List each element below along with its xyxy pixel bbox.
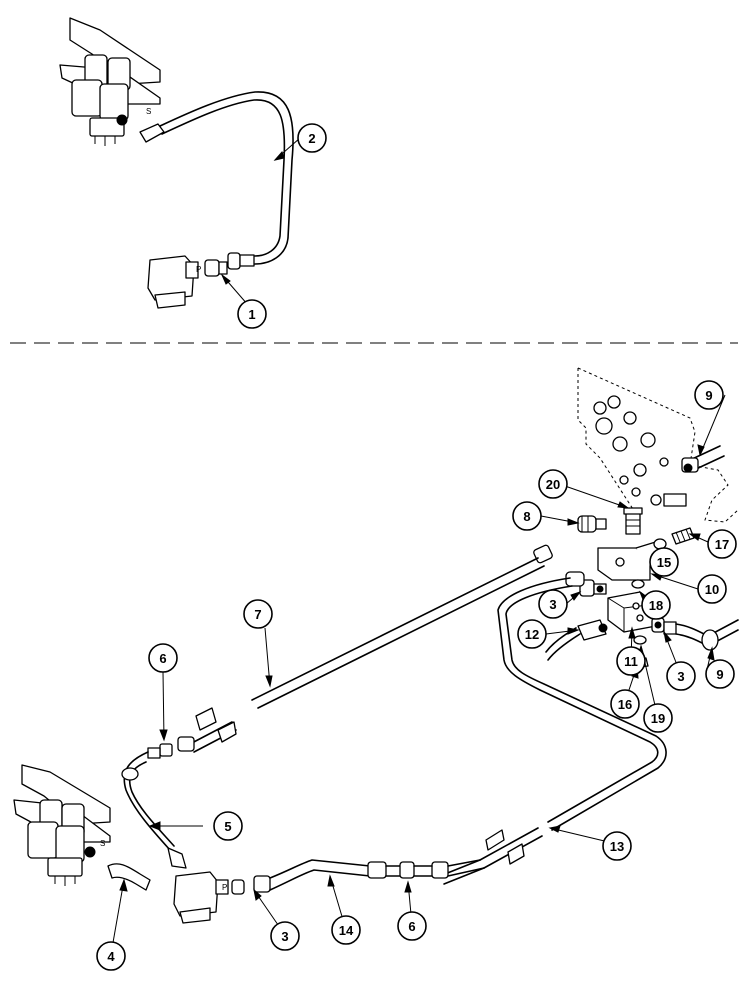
svg-text:3: 3 <box>677 669 684 684</box>
port-mark-s-bottom: S <box>100 839 105 848</box>
callout-5: 5 <box>213 811 243 841</box>
callout-14: 14 <box>331 915 361 945</box>
callout-1: 1 <box>237 299 267 329</box>
port-mark-p-bottom: P <box>222 883 227 892</box>
svg-text:15: 15 <box>657 555 671 570</box>
callout-11: 11 <box>616 646 646 676</box>
callout-15: 15 <box>649 547 679 577</box>
callout-7: 7 <box>243 599 273 629</box>
svg-text:14: 14 <box>339 923 354 938</box>
svg-text:6: 6 <box>159 651 166 666</box>
callout-6-lower: 6 <box>397 911 427 941</box>
callout-16: 16 <box>610 689 640 719</box>
svg-text:19: 19 <box>651 711 665 726</box>
lower-left-lines <box>121 736 195 869</box>
callout-3-bottom: 3 <box>270 921 300 951</box>
leader-lines <box>110 137 726 955</box>
callout-9-lower: 9 <box>705 659 735 689</box>
svg-text:17: 17 <box>715 537 729 552</box>
bottom-pump-and-tube: P <box>173 859 485 924</box>
svg-text:16: 16 <box>618 697 632 712</box>
top-hose <box>139 91 294 270</box>
callout-4: 4 <box>96 941 126 971</box>
callout-12: 12 <box>517 619 547 649</box>
top-view: S P <box>59 17 294 309</box>
svg-text:4: 4 <box>107 949 115 964</box>
svg-text:3: 3 <box>549 597 556 612</box>
callout-18: 18 <box>641 590 671 620</box>
callout-2: 2 <box>297 123 327 153</box>
callout-8: 8 <box>512 501 542 531</box>
bottom-control-valve: S <box>13 764 151 891</box>
callout-3-right: 3 <box>666 661 696 691</box>
callout-6-upper: 6 <box>148 643 178 673</box>
callout-10: 10 <box>697 574 727 604</box>
svg-text:5: 5 <box>224 819 231 834</box>
svg-text:1: 1 <box>248 307 255 322</box>
svg-text:13: 13 <box>610 839 624 854</box>
mounting-panel <box>577 367 739 528</box>
svg-text:3: 3 <box>281 929 288 944</box>
callout-20: 20 <box>538 469 568 499</box>
top-control-valve: S <box>59 17 161 146</box>
port-mark-p: P <box>196 265 201 274</box>
port-mark-s: S <box>146 107 151 116</box>
svg-text:6: 6 <box>408 919 415 934</box>
callout-13: 13 <box>602 831 632 861</box>
top-pump: P <box>147 255 228 309</box>
svg-text:11: 11 <box>624 654 638 669</box>
svg-text:9: 9 <box>705 388 712 403</box>
svg-text:12: 12 <box>525 627 539 642</box>
svg-text:10: 10 <box>705 582 719 597</box>
svg-text:18: 18 <box>649 598 663 613</box>
tube-7 <box>189 544 553 753</box>
callouts: 1 2 3 3 3 4 5 6 6 7 8 9 9 10 11 12 13 14… <box>96 123 737 971</box>
svg-text:9: 9 <box>716 667 723 682</box>
switch-bracket-assembly <box>577 507 695 589</box>
callout-17: 17 <box>707 529 737 559</box>
svg-text:20: 20 <box>546 477 560 492</box>
svg-text:8: 8 <box>523 509 530 524</box>
callout-9-upper: 9 <box>694 380 724 410</box>
tube-clips <box>195 707 237 743</box>
svg-text:7: 7 <box>254 607 261 622</box>
callout-19: 19 <box>643 703 673 733</box>
tube-13 <box>439 571 667 885</box>
callout-3-left: 3 <box>538 589 568 619</box>
svg-text:2: 2 <box>308 131 315 146</box>
